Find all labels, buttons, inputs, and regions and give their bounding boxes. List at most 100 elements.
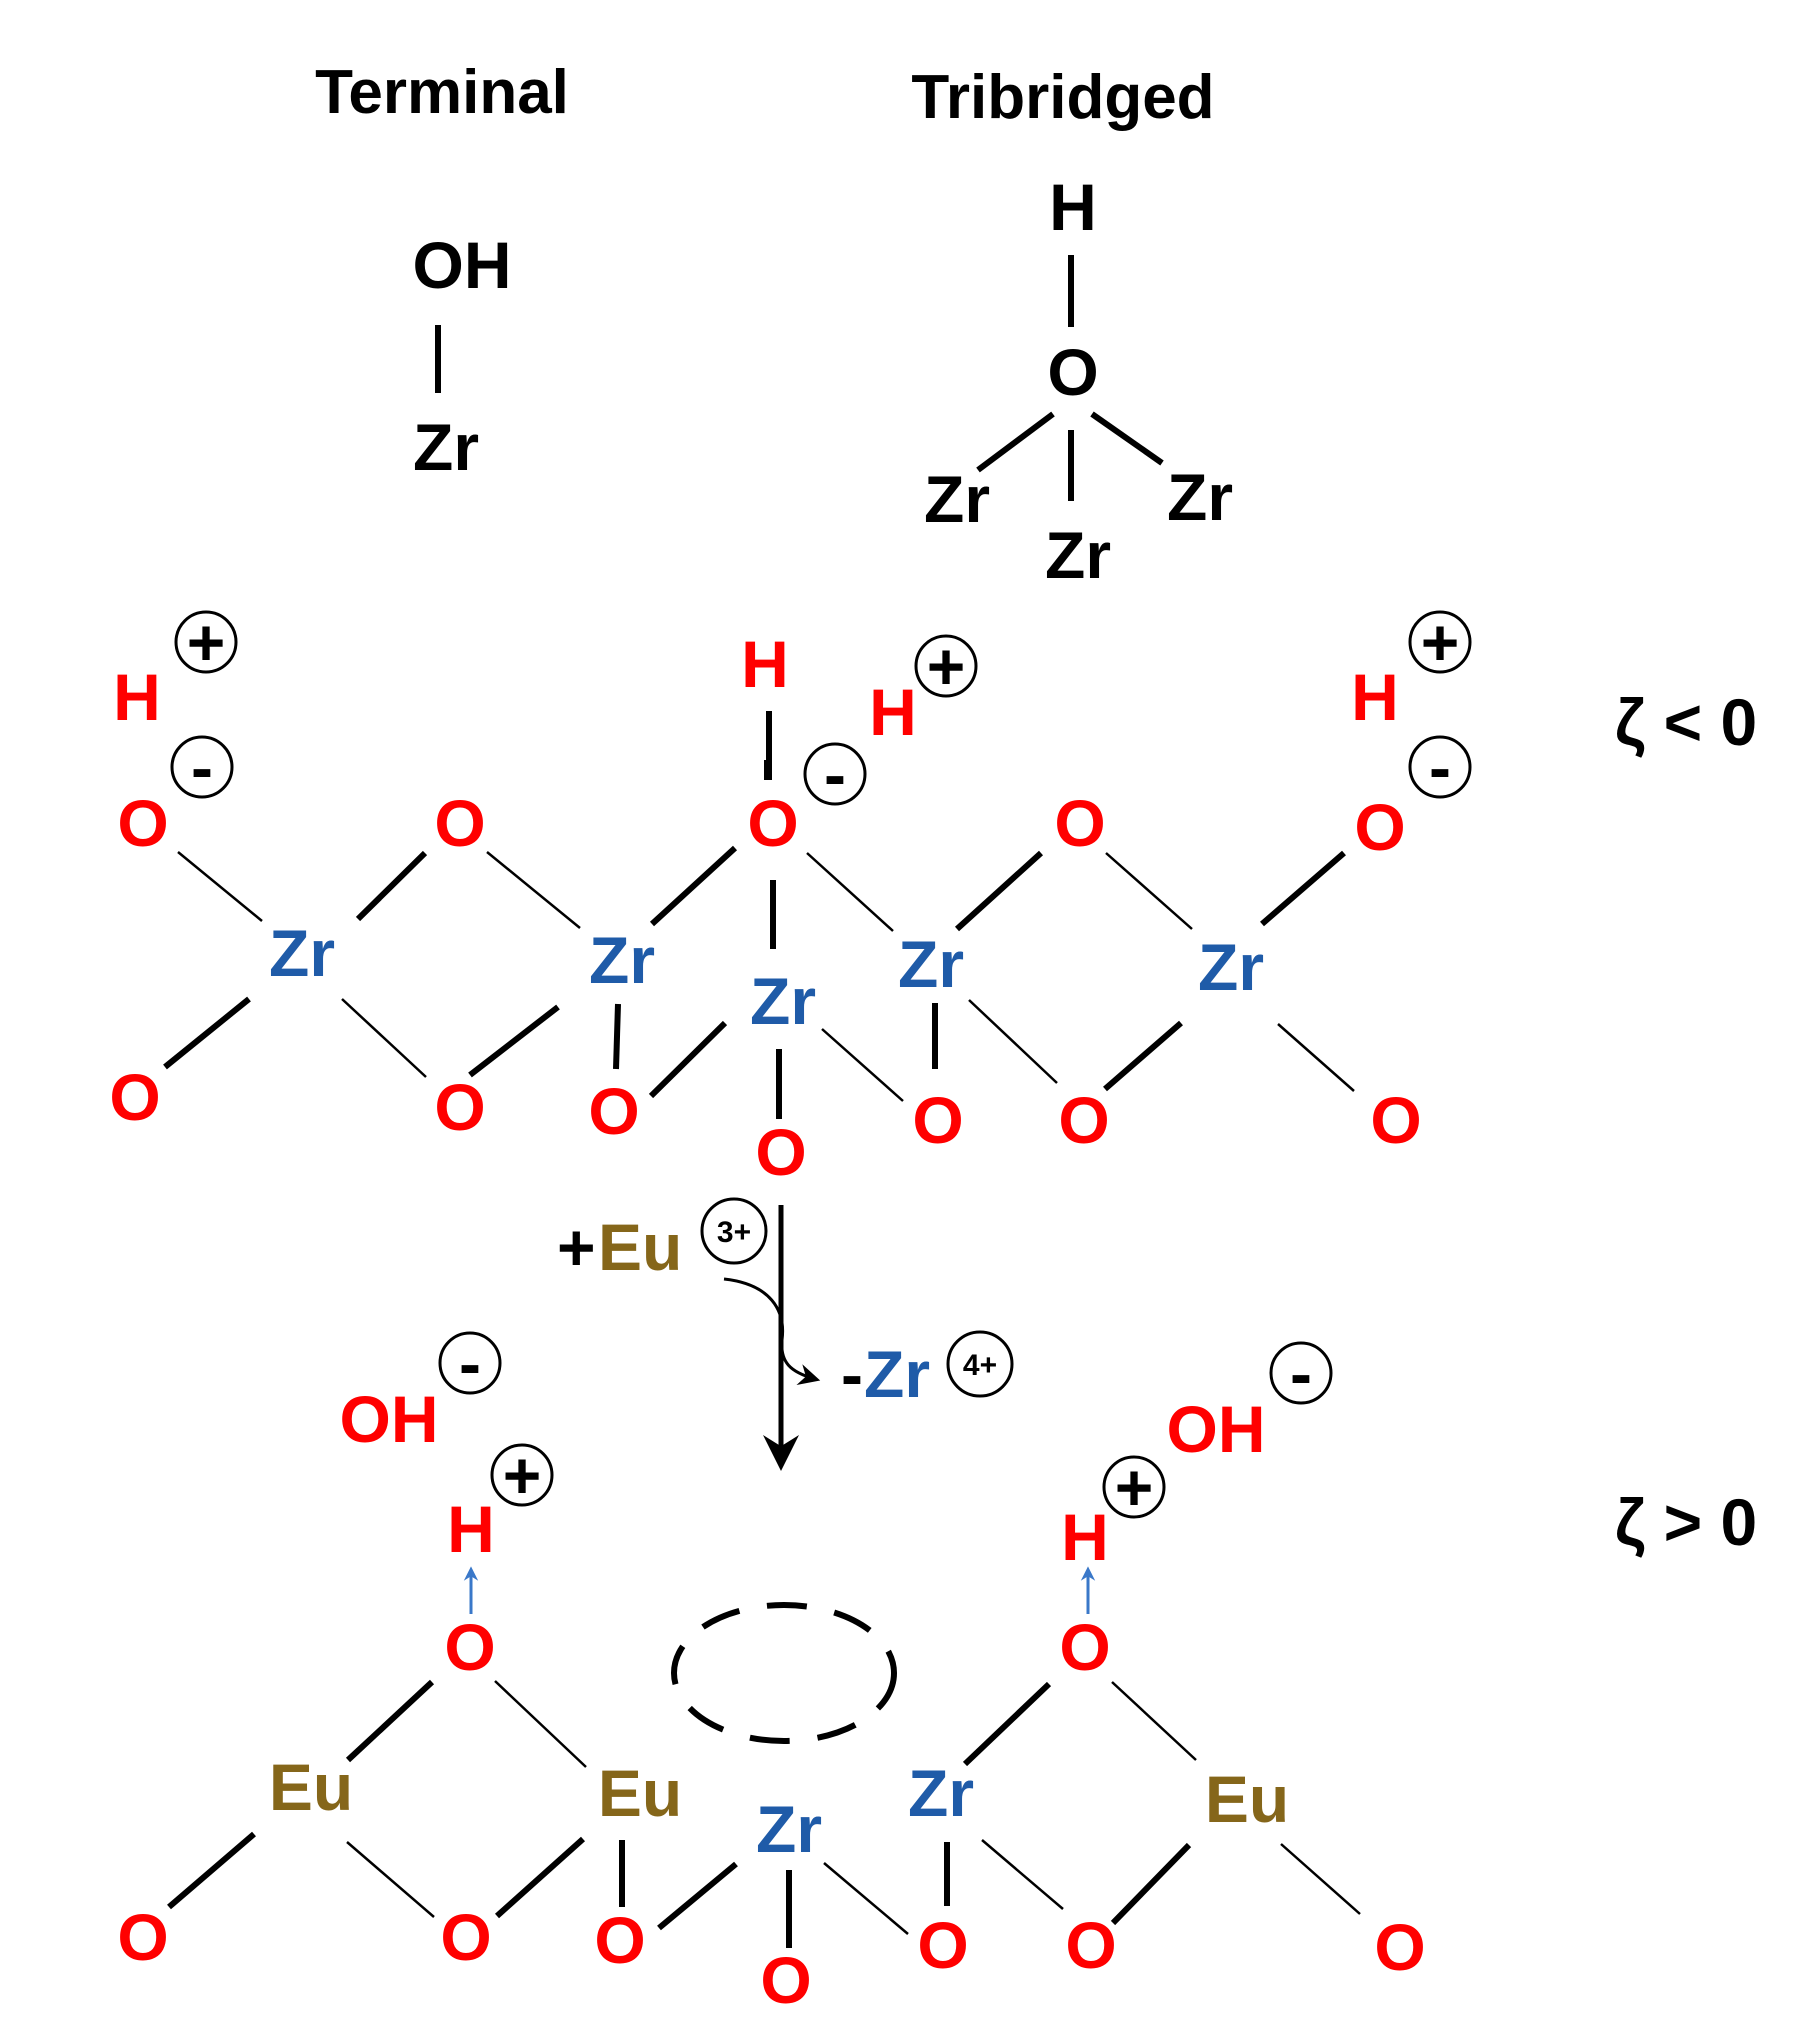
circled-plus-icon: + bbox=[1408, 605, 1472, 679]
circled-minus-icon: - bbox=[1269, 1336, 1333, 1410]
o-atom: O bbox=[1374, 1910, 1425, 1984]
o-atom: O bbox=[1054, 786, 1105, 860]
svg-text:4+: 4+ bbox=[963, 1349, 997, 1382]
heading-terminal: Terminal bbox=[315, 58, 569, 127]
zr-atom: Zr bbox=[898, 927, 964, 1001]
bond bbox=[468, 1004, 560, 1078]
zr-atom: Zr bbox=[1198, 930, 1264, 1004]
o-atom: O bbox=[440, 1900, 491, 1974]
eu-added-species: Eu bbox=[598, 1210, 682, 1284]
o-atom: O bbox=[117, 1900, 168, 1974]
bond bbox=[486, 851, 581, 929]
bond bbox=[823, 1862, 909, 1935]
svg-text:-: - bbox=[459, 1326, 481, 1400]
circled-minus-icon: - bbox=[803, 737, 867, 811]
bond bbox=[806, 852, 894, 932]
o-atom: O bbox=[760, 1943, 811, 2017]
circled-plus-icon: + bbox=[174, 605, 238, 679]
bond bbox=[821, 1028, 904, 1102]
h-atom: H bbox=[447, 1492, 495, 1566]
o-atom: O bbox=[434, 1070, 485, 1144]
terminal-zr-label: Zr bbox=[413, 410, 479, 484]
circled-minus-icon: - bbox=[438, 1326, 502, 1400]
reaction-step: + Eu 3+ - Zr 4+ bbox=[557, 1197, 1014, 1471]
zr-removed-prefix: - bbox=[841, 1337, 863, 1411]
oh-group: OH bbox=[1167, 1392, 1266, 1466]
bond bbox=[177, 851, 263, 922]
o-atom: O bbox=[1058, 1083, 1109, 1157]
bond bbox=[954, 850, 1044, 932]
zr-charge-badge: 4+ bbox=[946, 1330, 1014, 1398]
h-atom: H bbox=[1351, 660, 1399, 734]
tribridged-zr-left: Zr bbox=[924, 462, 990, 536]
eu-charge-badge: 3+ bbox=[700, 1197, 768, 1265]
bond bbox=[1110, 1842, 1192, 1926]
o-atom: O bbox=[117, 786, 168, 860]
bond bbox=[1260, 850, 1346, 927]
o-atom: O bbox=[594, 1903, 645, 1977]
eu-added-prefix: + bbox=[557, 1210, 596, 1284]
bond bbox=[649, 845, 738, 927]
o-atom: O bbox=[917, 1908, 968, 1982]
svg-text:-: - bbox=[824, 737, 846, 811]
tribridged-zr-right: Zr bbox=[1167, 460, 1233, 534]
bond bbox=[657, 1861, 738, 1931]
eu-substituted-surface: OH OH H H O O O O O O O O O Eu Eu Zr Zr … bbox=[117, 1326, 1425, 2017]
bond bbox=[163, 996, 251, 1070]
oh-group: OH bbox=[340, 1382, 439, 1456]
o-atom: O bbox=[588, 1074, 639, 1148]
circled-plus-icon: + bbox=[1102, 1450, 1166, 1524]
o-atom: O bbox=[755, 1115, 806, 1189]
heading-tribridged: Tribridged bbox=[911, 63, 1214, 132]
bond bbox=[981, 1839, 1064, 1910]
bond bbox=[345, 1679, 435, 1763]
bond bbox=[962, 1681, 1052, 1767]
h-atom: H bbox=[1061, 1500, 1109, 1574]
o-atom: O bbox=[1354, 790, 1405, 864]
svg-text:+: + bbox=[927, 629, 966, 703]
terminal-oh-label: OH bbox=[413, 228, 512, 302]
bond bbox=[341, 998, 427, 1078]
bond bbox=[346, 1841, 435, 1918]
zeta-negative-label: ζ < 0 bbox=[1615, 685, 1757, 759]
svg-text:-: - bbox=[191, 730, 213, 804]
bond bbox=[1111, 1681, 1197, 1761]
circled-plus-icon: + bbox=[490, 1438, 554, 1512]
h-atom: H bbox=[741, 627, 789, 701]
tribridged-zr-bottom: Zr bbox=[1045, 518, 1111, 592]
zr-atom: Zr bbox=[269, 916, 335, 990]
svg-text:-: - bbox=[1290, 1336, 1312, 1410]
zr-atom: Zr bbox=[750, 964, 816, 1038]
zr-atom: Zr bbox=[589, 923, 655, 997]
o-atom: O bbox=[1370, 1083, 1421, 1157]
o-atom: O bbox=[444, 1610, 495, 1684]
bond bbox=[968, 999, 1058, 1084]
svg-text:-: - bbox=[1429, 730, 1451, 804]
o-atom: O bbox=[747, 786, 798, 860]
svg-text:+: + bbox=[503, 1438, 542, 1512]
bond bbox=[494, 1836, 586, 1919]
bond bbox=[1103, 1020, 1183, 1092]
exchange-arrow-icon bbox=[723, 1277, 821, 1386]
vacancy-ellipse-icon bbox=[671, 1602, 897, 1744]
svg-text:+: + bbox=[1115, 1450, 1154, 1524]
h-atom: H bbox=[869, 675, 917, 749]
svg-text:+: + bbox=[1421, 605, 1460, 679]
eu-atom: Eu bbox=[269, 1750, 353, 1824]
bond bbox=[1105, 852, 1193, 930]
bond bbox=[1280, 1843, 1361, 1915]
tribridged-left-bond bbox=[976, 411, 1055, 473]
tribridged-hydroxyl-group: H O Zr Zr Zr bbox=[924, 170, 1233, 592]
svg-text:+: + bbox=[187, 605, 226, 679]
circled-plus-icon: + bbox=[914, 629, 978, 703]
o-atom: O bbox=[434, 786, 485, 860]
bond bbox=[648, 1020, 728, 1099]
zr-atom: Zr bbox=[756, 1792, 822, 1866]
o-atom: O bbox=[912, 1083, 963, 1157]
bond bbox=[167, 1831, 256, 1910]
o-atom: O bbox=[1065, 1908, 1116, 1982]
terminal-hydroxyl-group: OH Zr bbox=[413, 228, 512, 484]
zr-removed-species: Zr bbox=[864, 1337, 930, 1411]
tribridged-right-bond bbox=[1090, 411, 1164, 466]
